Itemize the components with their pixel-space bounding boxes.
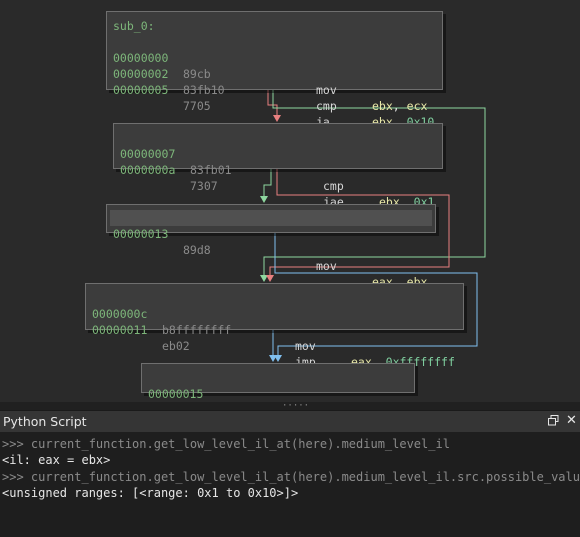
instruction-bytes: eb02 <box>162 339 190 353</box>
function-label[interactable]: sub_0: <box>113 19 155 33</box>
instruction-mnemonic: mov <box>316 259 337 273</box>
instruction-row[interactable]: 0000000c b8ffffffff mov eax, 0xffffffff <box>92 307 455 369</box>
instruction-mnemonic: mov <box>295 339 316 353</box>
basic-block-4[interactable]: 00000015 c3 retn <box>141 363 415 433</box>
instruction-row-selected[interactable]: 00000013 89d8 mov eax, ebx <box>110 210 432 289</box>
instruction-mnemonic: mov <box>316 83 337 97</box>
instruction-address: 00000005 <box>113 83 169 97</box>
instruction-bytes: b8ffffffff <box>162 323 232 337</box>
instruction-row[interactable]: 00000002 83fb10 cmp ebx, 0x10 <box>113 67 435 129</box>
edge-b1-b2 <box>263 169 272 202</box>
console-line: <unsigned ranges: [<range: 0x1 to 0x10>]… <box>2 485 298 501</box>
edge-b2-b4 <box>274 233 478 361</box>
instruction-row[interactable]: 00000011 eb02 jmp 0x15 <box>92 306 459 385</box>
edge-b1-b3 <box>269 169 450 281</box>
instruction-bytes: 89cb <box>183 67 211 81</box>
instruction-mnemonic: cmp <box>316 99 337 113</box>
instruction-address: 00000007 <box>120 147 176 161</box>
basic-block-0[interactable]: sub_0: 00000000 89cb mov ebx, ecx 000000… <box>106 11 443 145</box>
close-icon[interactable]: ✕ <box>566 413 577 428</box>
graph-edges <box>260 90 486 362</box>
instruction-bytes: 7307 <box>190 179 218 193</box>
basic-block-1[interactable]: 00000007 83fb01 cmp ebx, 0x1 0000000a 73… <box>113 123 443 225</box>
instruction-address: 0000000a <box>120 163 176 177</box>
instruction-row[interactable]: 00000000 89cb mov ebx, ecx <box>113 51 428 113</box>
instruction-address: 0000000c <box>92 307 148 321</box>
console-output-text: <il: eax = ebx> <box>2 453 111 467</box>
instruction-row[interactable]: 00000007 83fb01 cmp ebx, 0x1 <box>120 147 435 209</box>
panel-title: Python Script <box>3 414 87 429</box>
instruction-bytes: 83fb01 <box>190 163 232 177</box>
instruction-mnemonic: cmp <box>323 179 344 193</box>
console-prompt: >>> <box>2 470 31 484</box>
console-output-text: <unsigned ranges: [<range: 0x1 to 0x10>]… <box>2 486 299 500</box>
console-line: >>> current_function.get_low_level_il_at… <box>2 469 580 485</box>
instruction-address: 00000011 <box>92 323 148 337</box>
instruction-address: 00000015 <box>148 387 204 401</box>
python-console-output[interactable]: >>> current_function.get_low_level_il_at… <box>0 432 580 537</box>
console-prompt: >>> <box>2 437 31 451</box>
disassembly-graph[interactable]: sub_0: 00000000 89cb mov ebx, ecx 000000… <box>0 0 580 433</box>
pane-splitter[interactable] <box>0 402 580 410</box>
instruction-row[interactable]: 00000015 c3 retn <box>148 370 410 433</box>
instruction-bytes: 89d8 <box>183 243 211 257</box>
instruction-row[interactable]: 00000005 7705 ja 0xc <box>113 66 438 145</box>
console-line: >>> current_function.get_low_level_il_at… <box>2 436 450 452</box>
splitter-grip-icon[interactable]: ····· <box>282 401 310 411</box>
instruction-address: 00000013 <box>113 227 169 241</box>
operand-register[interactable]: ecx <box>406 99 428 113</box>
python-console-header: Python Script ✕ <box>0 410 580 432</box>
instruction-address: 00000002 <box>113 67 169 81</box>
basic-block-2[interactable]: 00000013 89d8 mov eax, ebx <box>106 204 436 289</box>
edge-b0-b3 <box>263 90 486 281</box>
console-input-text: current_function.get_low_level_il_at(her… <box>30 470 580 484</box>
console-input-text: current_function.get_low_level_il_at(her… <box>30 437 450 451</box>
basic-block-3[interactable]: 0000000c b8ffffffff mov eax, 0xffffffff … <box>85 283 464 385</box>
operand-register[interactable]: ebx <box>372 99 393 113</box>
float-window-icon[interactable] <box>548 415 559 426</box>
instruction-bytes: 83fb10 <box>183 83 225 97</box>
instruction-bytes: 7705 <box>183 99 211 113</box>
console-line: <il: eax = ebx> <box>2 452 110 468</box>
instruction-address: 00000000 <box>113 51 169 65</box>
instruction-row[interactable]: 0000000a 7307 jae 0x13 <box>120 146 438 225</box>
